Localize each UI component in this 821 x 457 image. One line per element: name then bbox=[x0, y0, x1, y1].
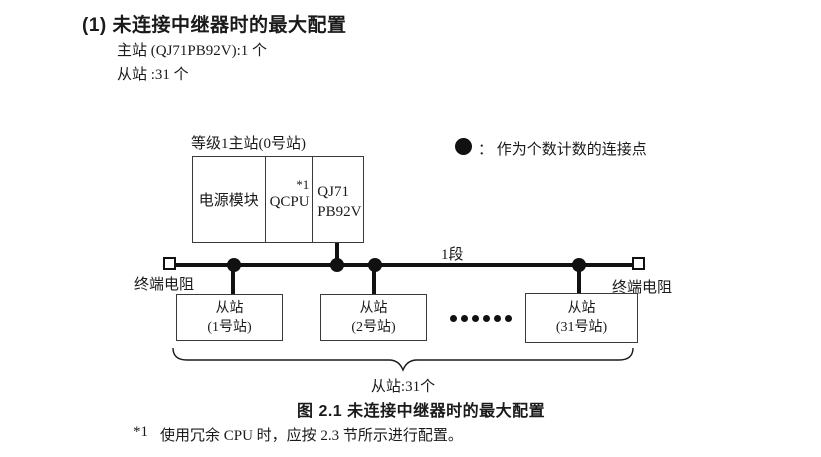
slave31-drop-line bbox=[577, 265, 581, 293]
cpu-cell: *1 QCPU bbox=[266, 157, 314, 242]
terminating-resistor-left-icon bbox=[163, 257, 176, 270]
brace-total-label: 从站:31个 bbox=[370, 379, 436, 395]
terminating-resistor-right-label: 终端电阻 bbox=[612, 280, 673, 296]
slave-name: 从站 bbox=[215, 300, 244, 316]
bus-line bbox=[176, 263, 632, 267]
slave-count-line: 从站 :31 个 bbox=[117, 67, 189, 83]
pb92v-cell: QJ71 PB92V bbox=[313, 157, 363, 242]
terminating-resistor-left-label: 终端电阻 bbox=[134, 277, 195, 293]
cpu-label: QCPU bbox=[269, 194, 310, 210]
terminating-resistor-right-icon bbox=[632, 257, 645, 270]
slave-station-1-box: 从站 (1号站) bbox=[176, 294, 283, 341]
section-heading: (1) 未连接中继器时的最大配置 bbox=[82, 15, 347, 36]
power-module-cell: 电源模块 bbox=[193, 157, 266, 242]
power-module-label: 电源模块 bbox=[198, 193, 259, 209]
connection-point-dot bbox=[572, 258, 586, 272]
master-drop-line bbox=[335, 243, 339, 265]
slave-station-number: (2号站) bbox=[351, 319, 396, 335]
slave1-drop-line bbox=[231, 265, 235, 294]
slave-name: 从站 bbox=[567, 301, 596, 316]
slave-name: 从站 bbox=[359, 300, 388, 316]
slave-station-2-box: 从站 (2号站) bbox=[320, 294, 427, 341]
master-station-box: 电源模块 *1 QCPU QJ71 PB92V bbox=[192, 156, 364, 243]
master-station-label: 等级1主站(0号站) bbox=[191, 136, 306, 152]
figure-caption: 图 2.1 未连接中继器时的最大配置 bbox=[297, 403, 546, 420]
footnote-text: 使用冗余 CPU 时，应按 2.3 节所示进行配置。 bbox=[160, 428, 463, 444]
underbrace-shape bbox=[172, 347, 634, 372]
slave-station-number: (31号站) bbox=[555, 320, 608, 335]
slave-station-31-box: 从站 (31号站) bbox=[525, 293, 638, 343]
master-count-line: 主站 (QJ71PB92V):1 个 bbox=[117, 43, 268, 59]
slave-station-number: (1号站) bbox=[207, 319, 252, 335]
cpu-footnote-ref: *1 bbox=[296, 177, 310, 192]
footnote: *1 使用冗余 CPU 时，应按 2.3 节所示进行配置。 bbox=[133, 424, 463, 445]
continuation-dots-icon bbox=[450, 315, 512, 322]
connection-point-dot bbox=[330, 258, 344, 272]
slave2-drop-line bbox=[372, 265, 376, 294]
pb92v-label-line1: QJ71 bbox=[317, 184, 349, 200]
legend-text: ： 作为个数计数的连接点 bbox=[478, 142, 647, 158]
connection-point-dot bbox=[368, 258, 382, 272]
footnote-marker: *1 bbox=[133, 424, 148, 440]
segment-label: 1段 bbox=[441, 247, 464, 263]
pb92v-label-line2: PB92V bbox=[317, 204, 362, 220]
connection-point-dot bbox=[227, 258, 241, 272]
legend-connection-point-icon bbox=[455, 138, 472, 155]
